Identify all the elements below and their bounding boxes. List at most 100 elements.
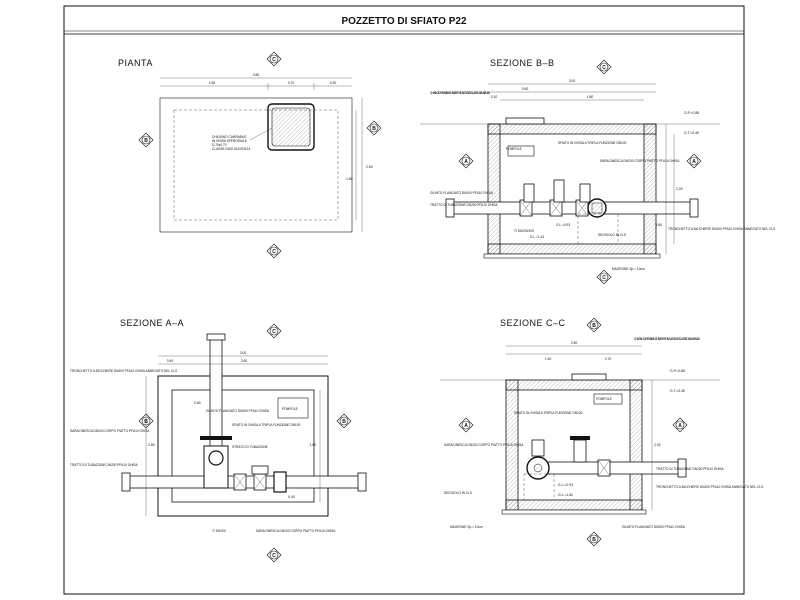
pianta-tag-c-bot: C xyxy=(266,243,282,259)
cc-pompole xyxy=(593,393,623,405)
svg-text:G.L.=1.62: G.L.=1.62 xyxy=(558,493,573,497)
svg-text:SARACINESCA DN200 CORPO PIATTO: SARACINESCA DN200 CORPO PIATTO PFA10 GHI… xyxy=(256,529,336,533)
bb-wall-left xyxy=(487,123,501,255)
svg-text:G.T.=0.45: G.T.=0.45 xyxy=(684,131,699,135)
svg-text:CHIUSINO CARRABILE: CHIUSINO CARRABILE xyxy=(212,135,247,139)
view-sezione-cc: SEZIONE C–C 2.50 1.40 0.70 2.00 G.L.=0.9… xyxy=(440,317,763,547)
svg-text:TRATTO DI TUBAZIONE DN200 PFA1: TRATTO DI TUBAZIONE DN200 PFA10 GHISA xyxy=(70,463,139,467)
title-box xyxy=(63,5,745,35)
bb-cover xyxy=(505,117,545,125)
pianta-notes: CHIUSINO CARRABILE IN GHISA SFEROIDALE D… xyxy=(212,127,273,151)
bb-label: SEZIONE B–B xyxy=(490,58,555,68)
cc-slab-top xyxy=(505,379,643,391)
aa-tag-c-top: C xyxy=(266,323,282,339)
pianta-outline xyxy=(159,97,353,233)
svg-text:SARACINESCA DN200 CORPO PIATTO: SARACINESCA DN200 CORPO PIATTO PFA10 GHI… xyxy=(70,429,150,433)
bb-seggiolo xyxy=(577,213,619,245)
svg-text:D.70x0.70: D.70x0.70 xyxy=(212,143,227,147)
svg-text:3.00: 3.00 xyxy=(569,79,576,83)
svg-text:C: C xyxy=(272,553,276,559)
svg-text:GIUNTO FLANGIATO DN200 PFA10 G: GIUNTO FLANGIATO DN200 PFA10 GHISA xyxy=(622,525,686,529)
pianta-dim-c: 0.30 xyxy=(330,81,337,85)
cc-cover xyxy=(571,373,607,381)
pianta-dim-overall: 3.50 xyxy=(253,73,260,77)
svg-text:G.P.=0.88: G.P.=0.88 xyxy=(670,369,685,373)
bb-tag-a-right: A xyxy=(686,153,702,169)
svg-text:CHIUSINO CARRABILE IN GHISA SF: CHIUSINO CARRABILE IN GHISA SFEROIDALE D… xyxy=(430,91,490,95)
svg-text:C: C xyxy=(272,57,276,63)
aa-tag-b-right: B xyxy=(336,413,352,429)
svg-text:B: B xyxy=(144,419,148,425)
cc-notes: CHIUSINO CARRABILE IN GHISA SFEROIDALE D… xyxy=(444,337,763,529)
svg-text:SEGGIOLO IN CLS: SEGGIOLO IN CLS xyxy=(444,491,472,495)
svg-text:MAGRONE Sp.= 10cm: MAGRONE Sp.= 10cm xyxy=(612,267,645,271)
cc-label: SEZIONE C–C xyxy=(500,318,566,328)
svg-text:1.80: 1.80 xyxy=(309,443,316,447)
svg-text:TRONCHETTO A BICCHIERE DN200 P: TRONCHETTO A BICCHIERE DN200 PFA10 GHISA… xyxy=(70,369,177,373)
svg-text:0.40: 0.40 xyxy=(288,495,295,499)
svg-text:GIUNTO FLANGIATO DN200 PFA10 G: GIUNTO FLANGIATO DN200 PFA10 GHISA xyxy=(430,191,494,195)
svg-text:C: C xyxy=(272,329,276,335)
svg-text:C: C xyxy=(272,249,276,255)
svg-text:0.40: 0.40 xyxy=(167,359,174,363)
view-sezione-bb: SEZIONE B–B 3.00 0.10 0.60 1.80 xyxy=(420,58,775,285)
svg-text:TI DN200/100: TI DN200/100 xyxy=(514,229,534,233)
pianta-tag-c-top: C xyxy=(266,51,282,67)
svg-text:3.00: 3.00 xyxy=(240,351,247,355)
aa-notes: TRONCHETTO A BICCHIERE DN200 PFA10 GHISA… xyxy=(70,369,336,533)
bb-wall-right xyxy=(643,123,657,255)
pianta-dim-h: 2.60 xyxy=(366,165,373,169)
svg-text:POMPOLE: POMPOLE xyxy=(506,147,522,151)
cc-magrone xyxy=(501,509,647,515)
svg-text:G.L.=0.93: G.L.=0.93 xyxy=(558,483,573,487)
svg-text:STRATO DI TUBAZIONE: STRATO DI TUBAZIONE xyxy=(232,445,268,449)
svg-text:POMPOLE: POMPOLE xyxy=(596,397,612,401)
svg-text:G.T.=0.45: G.T.=0.45 xyxy=(670,389,685,393)
aa-wall-outer xyxy=(157,375,329,517)
bb-tag-a-left: A xyxy=(458,153,474,169)
svg-text:2.00: 2.00 xyxy=(676,187,683,191)
svg-text:C: C xyxy=(602,65,606,71)
svg-text:TRATTO DI TUBAZIONE DN200 PFA1: TRATTO DI TUBAZIONE DN200 PFA10 GHISA xyxy=(656,467,725,471)
pianta-tag-b-left: B xyxy=(138,132,154,148)
svg-text:CLASSE D400 UNI EN124: CLASSE D400 UNI EN124 xyxy=(212,147,250,151)
bb-pompole xyxy=(507,145,535,157)
svg-text:B: B xyxy=(372,126,376,132)
svg-text:POMPOLE: POMPOLE xyxy=(282,407,298,411)
cc-seggiolo xyxy=(523,473,555,501)
svg-text:0.70: 0.70 xyxy=(605,357,612,361)
svg-text:SARACINESCA DN200 CORPO PIATTO: SARACINESCA DN200 CORPO PIATTO PFA10 GHI… xyxy=(600,159,680,163)
pianta-tag-b-right: B xyxy=(366,120,382,136)
svg-text:SFIATO IN GHISA A TRIPLA FUNZI: SFIATO IN GHISA A TRIPLA FUNZIONE DN100 xyxy=(558,141,627,145)
view-sezione-aa: SEZIONE A–A 3.00 0.40 2.60 2.80 1.80 0.4… xyxy=(70,318,367,563)
svg-text:1.80: 1.80 xyxy=(587,95,594,99)
manhole-cover xyxy=(267,103,315,151)
aa-tag-c-bot: C xyxy=(266,547,282,563)
cc-tag-b-top: B xyxy=(586,317,602,333)
svg-text:A: A xyxy=(692,159,696,165)
aa-wall-inner xyxy=(171,389,315,503)
pianta-dim-h2: 1.80 xyxy=(346,177,353,181)
svg-text:1.40: 1.40 xyxy=(545,357,552,361)
svg-text:2.00: 2.00 xyxy=(654,443,661,447)
svg-text:SARACINESCA DN200 CORPO PIATTO: SARACINESCA DN200 CORPO PIATTO PFA10 GHI… xyxy=(444,443,524,447)
aa-riser xyxy=(209,335,223,447)
svg-text:TRONCHETTO A BICCHIERE DN200 P: TRONCHETTO A BICCHIERE DN200 PFA10 GHISA… xyxy=(656,485,763,489)
bb-magrone xyxy=(483,253,661,259)
svg-text:G.L.=0.93: G.L.=0.93 xyxy=(556,223,570,227)
pianta-label: PIANTA xyxy=(118,58,153,68)
svg-text:TRATTO DI TUBAZIONE DN200 PFA1: TRATTO DI TUBAZIONE DN200 PFA10 GHISA xyxy=(430,203,499,207)
svg-text:C: C xyxy=(602,275,606,281)
svg-text:2.60: 2.60 xyxy=(241,359,248,363)
bb-notes: CHIUSINO CARRABILE IN GHISA SFEROIDALE D… xyxy=(430,91,775,271)
bb-slab-bottom xyxy=(487,243,657,255)
svg-text:2.80: 2.80 xyxy=(148,443,155,447)
svg-text:IN GHISA SFEROIDALE: IN GHISA SFEROIDALE xyxy=(212,139,247,143)
svg-text:B: B xyxy=(342,419,346,425)
svg-text:SFIATO IN GHISA A TRIPLA FUNZI: SFIATO IN GHISA A TRIPLA FUNZIONE DN100 xyxy=(514,411,583,415)
svg-text:A: A xyxy=(464,423,468,429)
cc-tag-b-bot: B xyxy=(586,531,602,547)
svg-text:SFIATO IN GHISA A TRIPLA FUNZI: SFIATO IN GHISA A TRIPLA FUNZIONE DN100 xyxy=(232,423,301,427)
pianta-inner xyxy=(173,109,339,221)
